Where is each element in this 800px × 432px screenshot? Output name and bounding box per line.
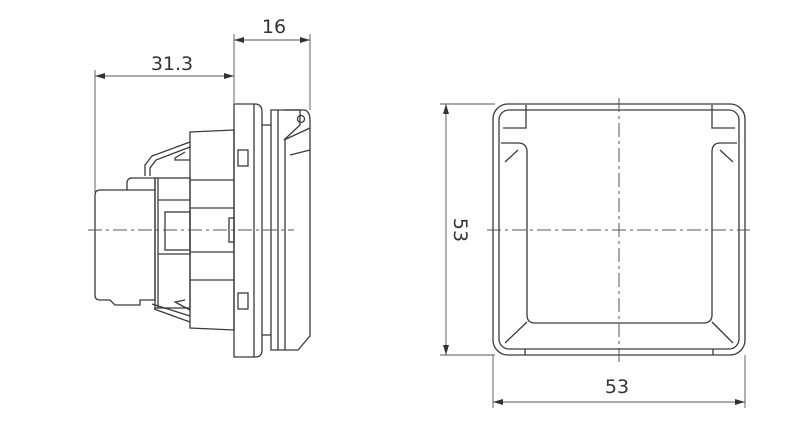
dimension-label-width: 53 [605,376,629,398]
dimension-label-height: 53 [449,218,471,242]
socket-body [94,103,311,358]
front-view: 53 53 [440,98,750,408]
extension-lines [94,34,311,192]
dimension-height-53: 53 [440,103,495,356]
dimension-label-31-3: 31.3 [151,53,193,75]
side-view: 31.3 16 [88,16,311,358]
dimension-31-3: 31.3 [95,53,234,79]
dimension-label-16: 16 [262,16,286,38]
dimension-width-53: 53 [492,355,746,408]
dimension-16: 16 [234,16,310,43]
